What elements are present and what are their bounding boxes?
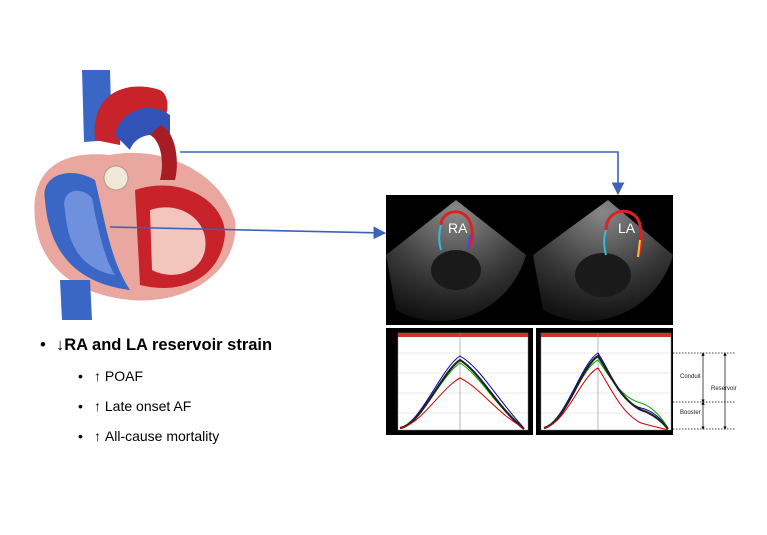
phase-brackets xyxy=(673,352,735,430)
down-arrow-icon: ↓ xyxy=(56,336,65,354)
sub-bullet-mortality: • ↑ All-cause mortality xyxy=(78,428,220,444)
sub-bullet-text: Late onset AF xyxy=(104,398,192,414)
heart-illustration xyxy=(34,70,236,320)
la-connector-arrow xyxy=(180,151,625,196)
main-bullet-text: RA and LA reservoir strain xyxy=(64,336,273,354)
ra-echo-sector xyxy=(386,200,526,322)
la-strain-curve xyxy=(536,328,673,435)
ra-label: RA xyxy=(448,220,468,236)
up-arrow-icon: ↑ xyxy=(94,398,101,414)
ra-echo-image: RA xyxy=(386,195,528,325)
sub-bullet-poaf: • ↑ POAF xyxy=(78,368,144,384)
main-bullet: • ↓ RA and LA reservoir strain xyxy=(40,336,273,354)
sub-bullet-late-af: • ↑ Late onset AF xyxy=(78,398,192,414)
la-echo-sector xyxy=(533,200,673,322)
sub-bullet-text: POAF xyxy=(104,368,144,384)
booster-label: Booster xyxy=(680,410,701,416)
ra-strain-curve xyxy=(386,328,533,435)
up-arrow-icon: ↑ xyxy=(94,428,101,444)
sub-bullet-text: All-cause mortality xyxy=(104,428,220,444)
la-label: LA xyxy=(618,220,636,236)
up-arrow-icon: ↑ xyxy=(94,368,101,384)
findings-list: • ↓ RA and LA reservoir strain • ↑ POAF … xyxy=(40,336,360,444)
conduit-label: Conduit xyxy=(680,374,701,380)
reservoir-label: Reservoir xyxy=(711,386,737,392)
la-echo-image: LA xyxy=(528,195,673,325)
